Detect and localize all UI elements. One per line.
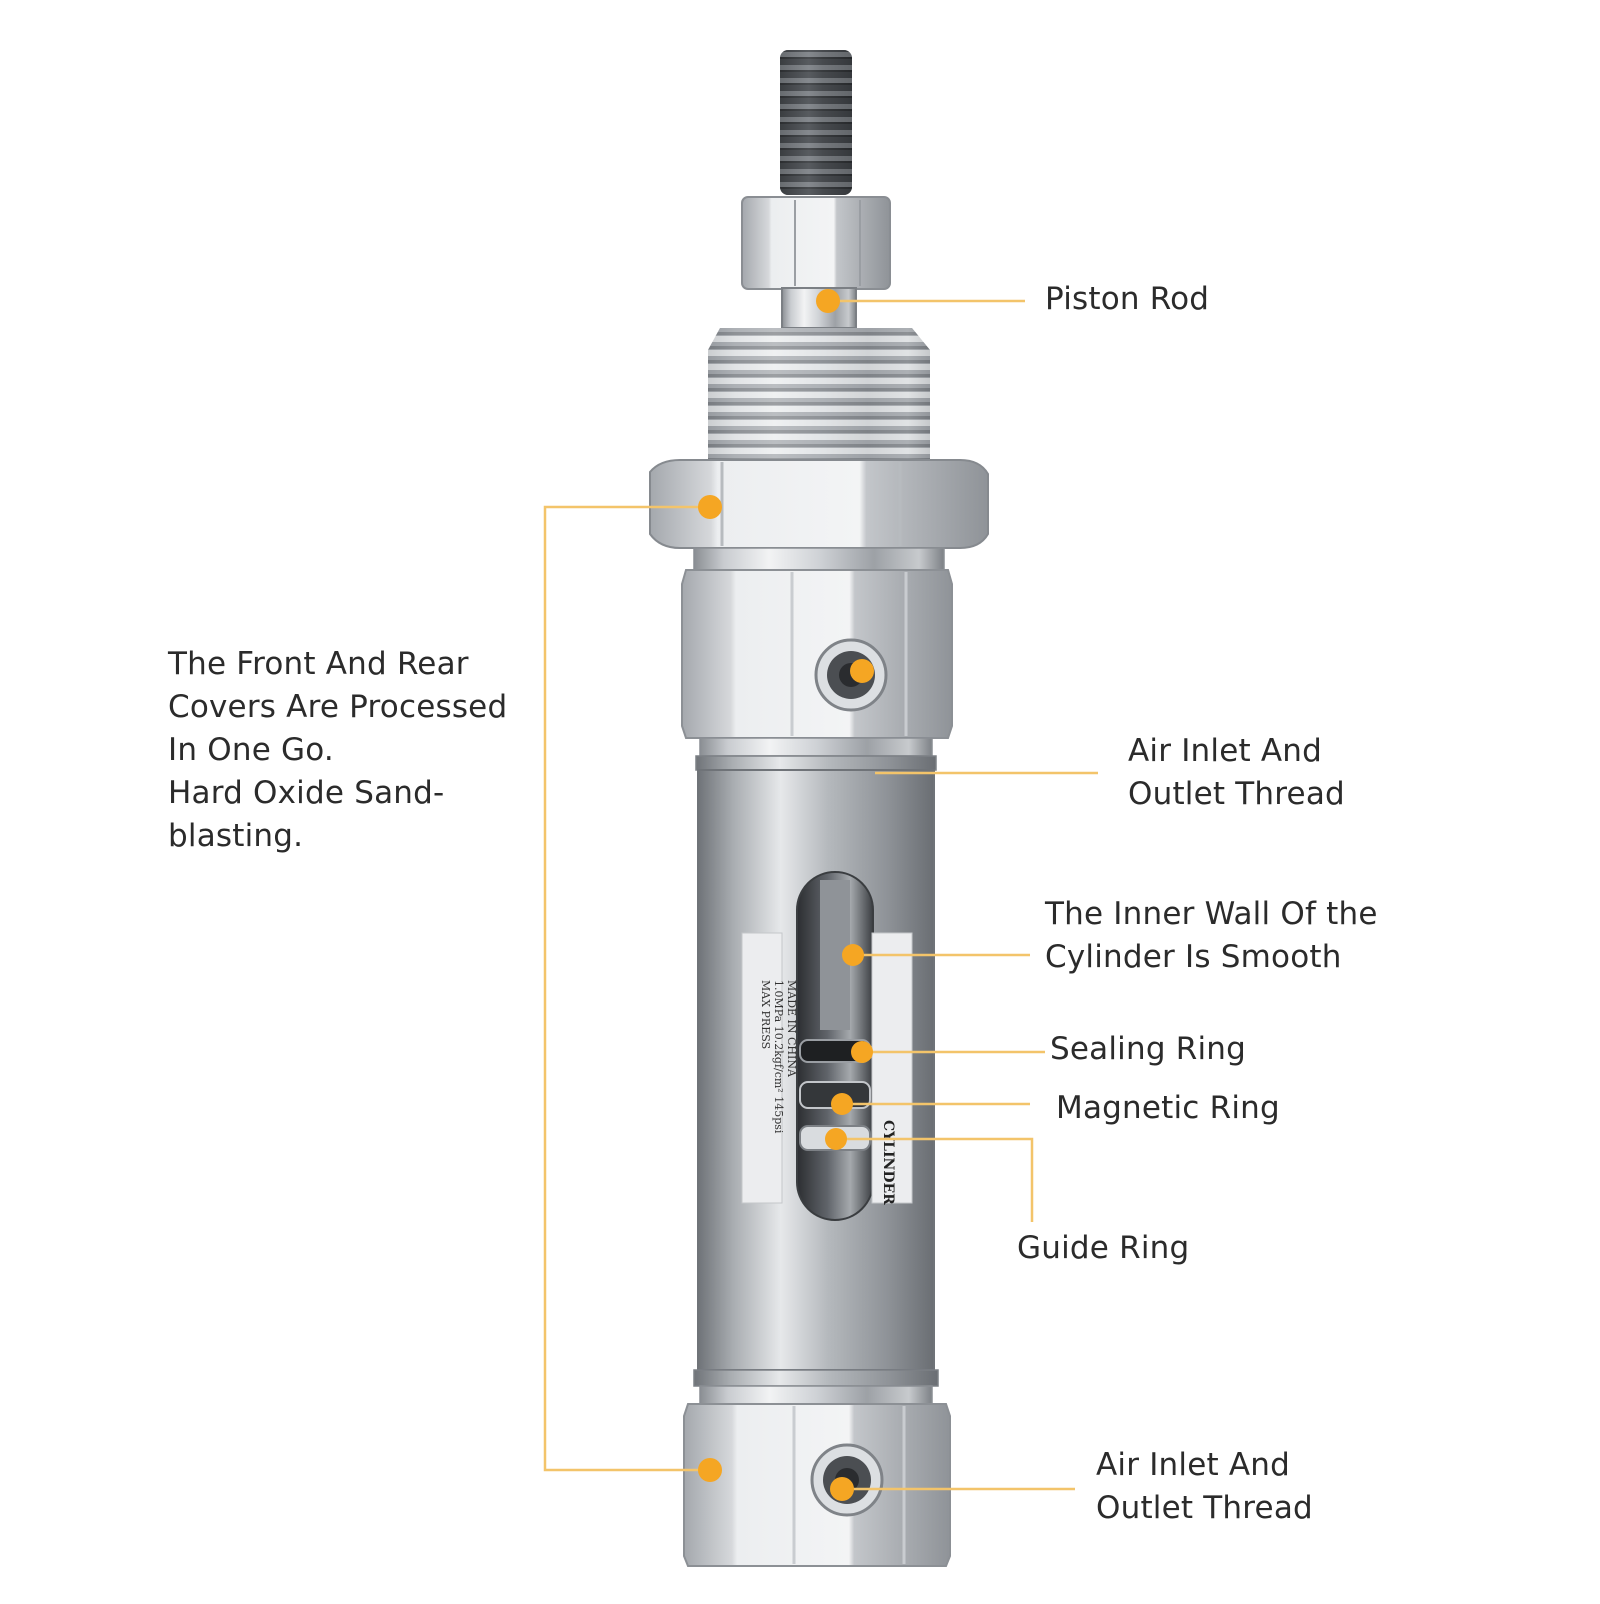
leader-covers (543, 505, 710, 1472)
label-sealing-ring: Sealing Ring (1050, 1028, 1246, 1071)
label-piston-rod: Piston Rod (1045, 278, 1209, 321)
rod-hex-nut (741, 196, 891, 290)
dot-guide-ring (825, 1128, 847, 1150)
dot-sealing-ring (851, 1041, 873, 1063)
leader-guide-ring (836, 1137, 1034, 1222)
label-covers: The Front And Rear Covers Are Processed … (168, 643, 507, 858)
dot-magnetic-ring (831, 1093, 853, 1115)
front-cover (681, 569, 953, 739)
label-sealing-ring-line: Sealing Ring (1050, 1031, 1247, 1067)
dot-front-cover (698, 495, 722, 519)
mounting-thread (708, 328, 930, 460)
dot-rear-cover (698, 1458, 722, 1482)
product-label: MAX PRESS 1.0MPa 10.2kgf/cm² 145psi MADE… (741, 932, 913, 1205)
label-piston-rod-line: Piston Rod (1045, 281, 1210, 317)
label-spec-text: MAX PRESS (759, 980, 772, 1049)
dot-front-port (850, 659, 874, 683)
label-covers-line-2: Covers Are Processed (168, 689, 508, 725)
label-covers-line-5: blasting. (168, 818, 304, 854)
mounting-hex-nut (649, 459, 989, 549)
label-air-inlet-bottom-line-1: Air Inlet And (1096, 1447, 1291, 1483)
label-air-inlet-top-line-1: Air Inlet And (1128, 733, 1323, 769)
rear-cover (683, 1403, 951, 1567)
label-covers-line-4: Hard Oxide Sand- (168, 775, 445, 811)
label-inner-wall-line-2: Cylinder Is Smooth (1045, 939, 1342, 975)
front-ring-groove (695, 737, 937, 771)
front-collar (693, 547, 945, 571)
label-magnetic-ring: Magnetic Ring (1056, 1087, 1280, 1130)
label-guide-ring-line: Guide Ring (1017, 1230, 1190, 1266)
rear-ring-groove (693, 1369, 939, 1405)
dot-rear-port (830, 1477, 854, 1501)
label-guide-ring: Guide Ring (1017, 1227, 1189, 1270)
label-magnetic-ring-line: Magnetic Ring (1056, 1090, 1280, 1126)
dot-inner-wall (842, 944, 864, 966)
leader-lines (543, 299, 1098, 1491)
label-spec-text-3: MADE IN CHINA (785, 980, 798, 1078)
label-inner-wall: The Inner Wall Of the Cylinder Is Smooth (1045, 893, 1378, 979)
marker-dots (698, 289, 874, 1501)
label-covers-line-1: The Front And Rear (168, 646, 469, 682)
label-air-inlet-bottom-line-2: Outlet Thread (1096, 1490, 1313, 1526)
rod-thread (780, 50, 852, 195)
label-air-inlet-top: Air Inlet And Outlet Thread (1128, 730, 1345, 816)
label-covers-line-3: In One Go. (168, 732, 334, 768)
label-air-inlet-top-line-2: Outlet Thread (1128, 776, 1345, 812)
dot-piston-rod (816, 289, 840, 313)
label-spec-text-2: 1.0MPa 10.2kgf/cm² 145psi (772, 980, 785, 1134)
label-inner-wall-line-1: The Inner Wall Of the (1045, 896, 1378, 932)
label-air-inlet-bottom: Air Inlet And Outlet Thread (1096, 1444, 1313, 1530)
label-brand-text: CYLINDER (880, 1120, 896, 1205)
